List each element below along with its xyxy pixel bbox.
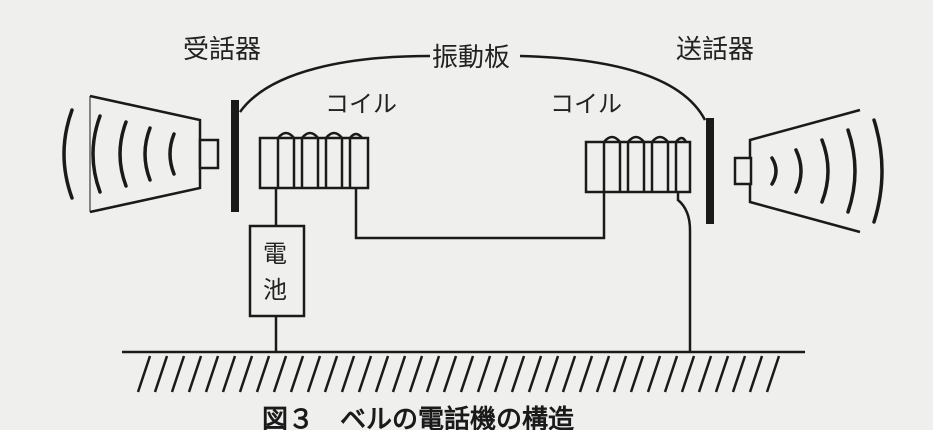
ground-hatch-mark	[136, 355, 152, 393]
ground-hatch-mark	[306, 355, 322, 393]
ground-hatch-mark	[731, 355, 747, 393]
ground-hatch-mark	[765, 355, 781, 393]
diaphragm-left	[231, 100, 239, 212]
transmitter-mouthpiece	[733, 108, 861, 234]
transmitter-sound-waves	[770, 118, 884, 224]
ground-hatch-mark	[289, 355, 305, 393]
circuit-wires	[274, 188, 692, 352]
diaphragm-arc	[238, 54, 707, 121]
ground-hatch-mark	[374, 355, 390, 393]
ground-hatch-mark	[408, 355, 424, 393]
battery-label-bottom: 池	[263, 276, 287, 304]
ground-hatch-mark	[425, 355, 441, 393]
ground-hatch-mark	[646, 355, 662, 393]
transmitter-label: 送話器	[676, 35, 754, 65]
ground-hatch-mark	[340, 355, 356, 393]
ground-hatch-mark	[476, 355, 492, 393]
figure-caption: 図３ ベルの電話機の構造	[262, 404, 574, 430]
ground-hatch-mark	[595, 355, 611, 393]
ground-hatch-mark	[153, 355, 169, 393]
ground-hatch-mark	[561, 355, 577, 393]
ground-hatch-mark	[204, 355, 220, 393]
ground-hatch-mark	[170, 355, 186, 393]
ground-hatch-mark	[510, 355, 526, 393]
ground-hatch-mark	[391, 355, 407, 393]
ground-hatch-mark	[697, 355, 713, 393]
diaphragm-label: 振動板	[432, 43, 510, 73]
ground-hatch-mark	[612, 355, 628, 393]
ground-hatch-mark	[238, 355, 254, 393]
ground-hatch-mark	[748, 355, 764, 393]
ground-hatch-mark	[493, 355, 509, 393]
ground-hatch-mark	[323, 355, 339, 393]
ground-hatch-mark	[714, 355, 730, 393]
diaphragm-right	[706, 118, 714, 224]
battery-box	[248, 224, 306, 318]
ground-hatch-mark	[459, 355, 475, 393]
ground-hatch-mark	[442, 355, 458, 393]
ground-hatch-mark	[527, 355, 543, 393]
coil-left-label: コイル	[325, 90, 397, 118]
coil-right	[584, 135, 692, 194]
ground-hatch-mark	[680, 355, 696, 393]
battery-label-top: 電	[263, 240, 287, 268]
ground-hatch-mark	[357, 355, 373, 393]
ground-hatch-mark	[544, 355, 560, 393]
receiver-sound-waves	[62, 108, 176, 200]
ground-hatch-mark	[578, 355, 594, 393]
receiver-label: 受話器	[183, 35, 261, 65]
coil-right-label: コイル	[550, 90, 622, 118]
ground-hatch-mark	[629, 355, 645, 393]
ground-hatch-mark	[221, 355, 237, 393]
coil-left	[258, 131, 370, 190]
ground	[122, 350, 805, 393]
ground-hatch-mark	[272, 355, 288, 393]
ground-hatch-mark	[255, 355, 271, 393]
ground-hatch-mark	[663, 355, 679, 393]
ground-hatch-mark	[187, 355, 203, 393]
receiver-earpiece	[89, 94, 220, 214]
